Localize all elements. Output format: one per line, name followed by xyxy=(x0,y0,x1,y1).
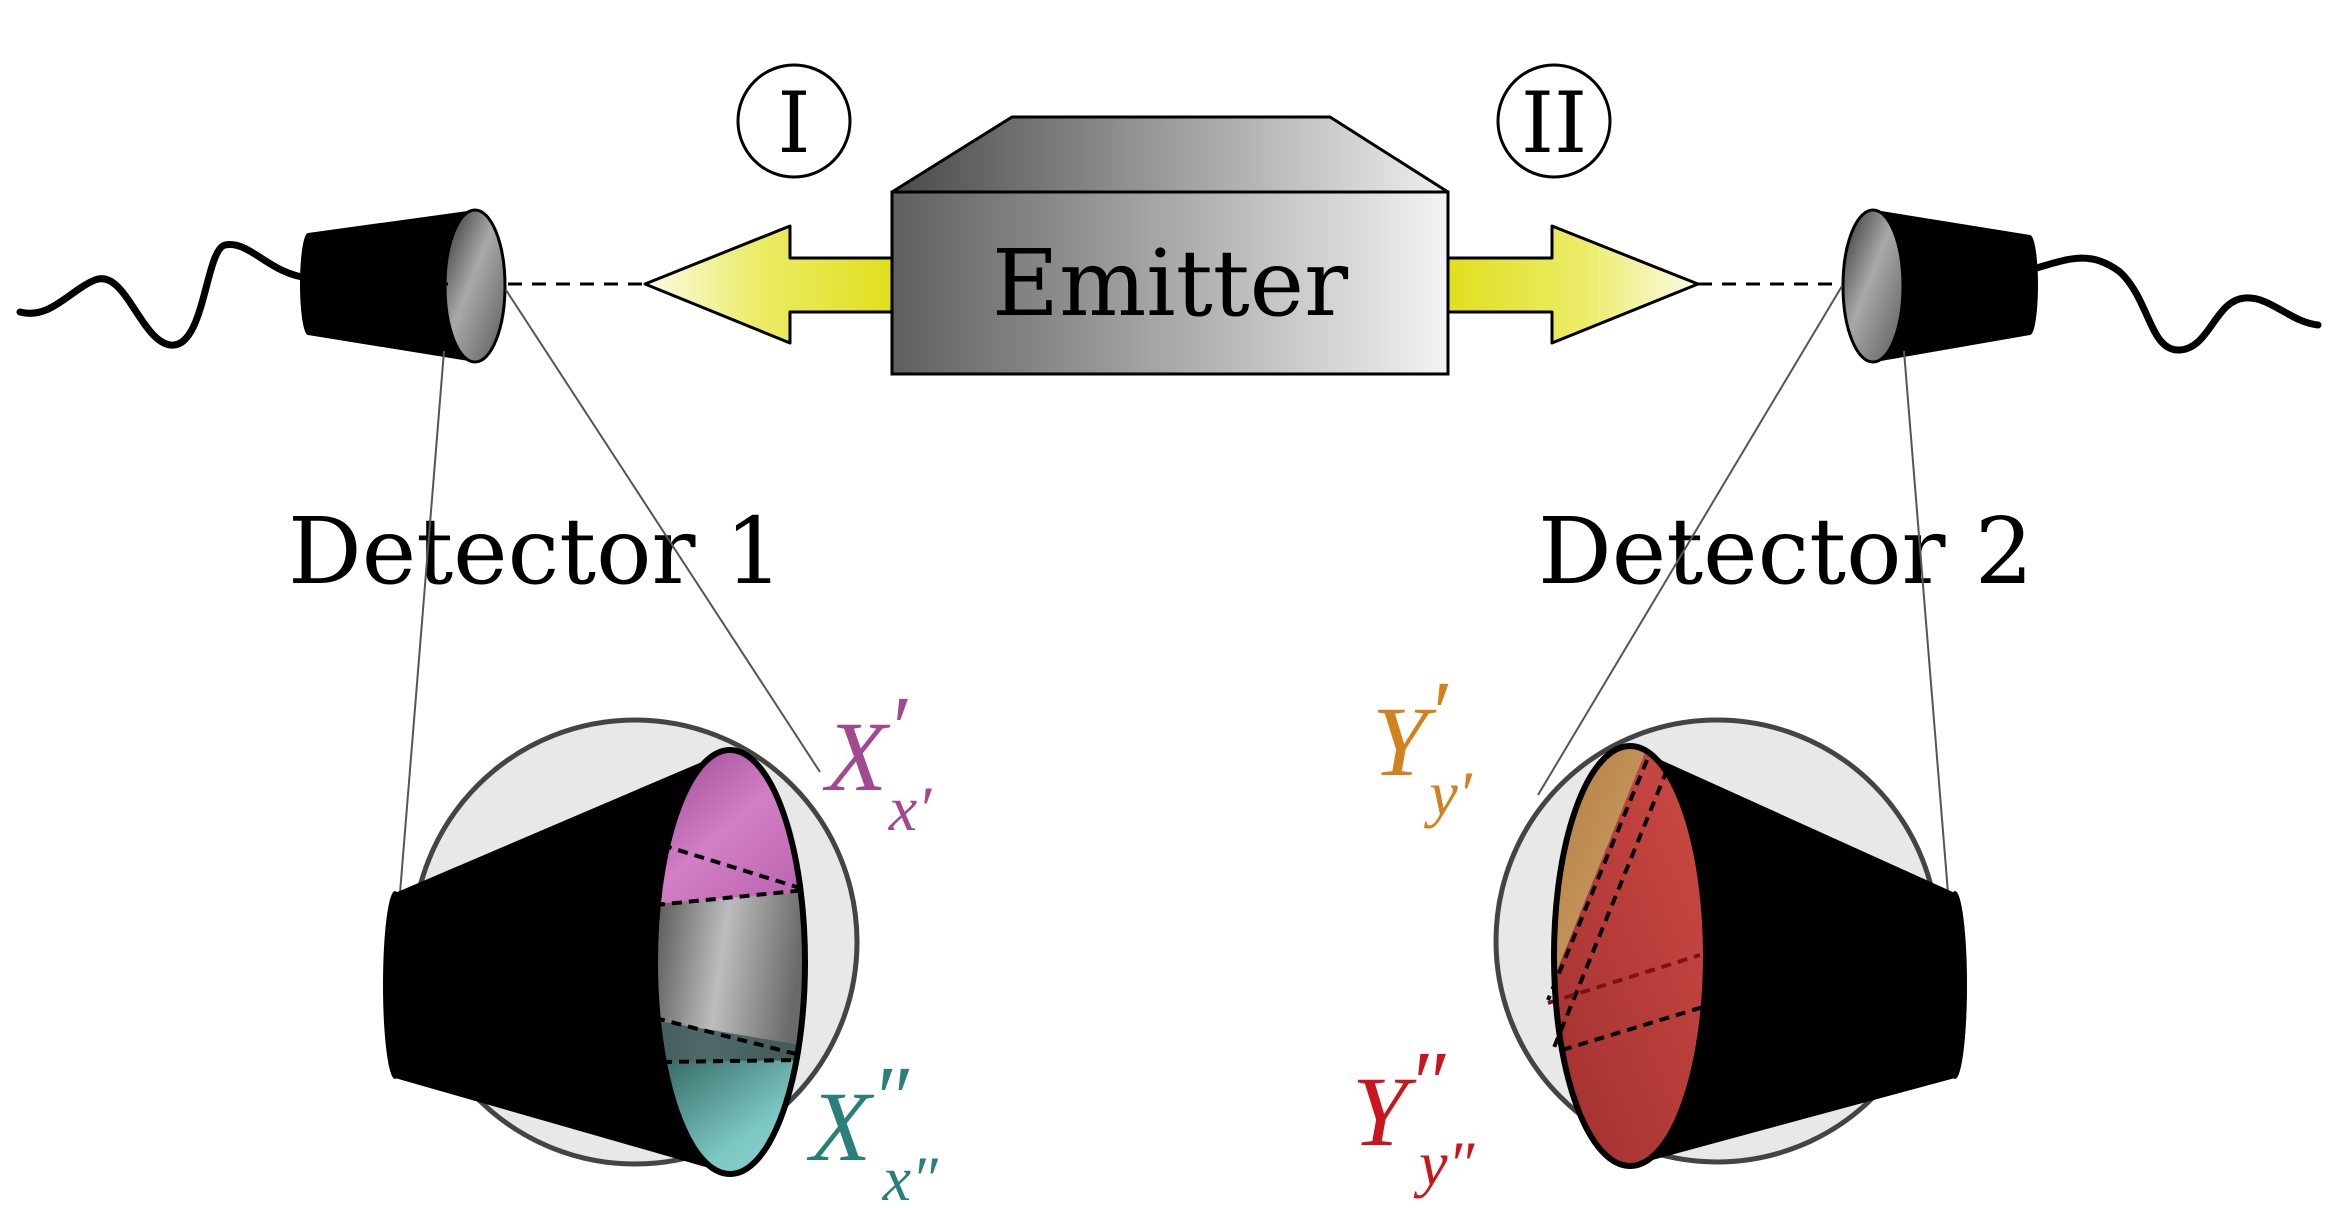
detector-1-label: Detector 1 xyxy=(288,498,783,605)
port-circle-right xyxy=(1496,63,1612,179)
label-x-double-prime: X″x″ xyxy=(806,1049,939,1208)
zoom-line-right-b xyxy=(1903,350,1949,894)
emitter-label: Emitter xyxy=(992,230,1348,337)
port-label-left: I xyxy=(777,74,810,172)
zoom-line-left-a xyxy=(399,350,445,894)
label-x-prime: X′x′ xyxy=(822,679,932,844)
beam-arrow-left xyxy=(643,224,894,345)
detector-1-zoom xyxy=(383,717,860,1177)
label-y-double-prime: Y″y″ xyxy=(1352,1034,1476,1199)
detector-2-cable xyxy=(2026,254,2322,354)
port-circle-left xyxy=(736,63,852,179)
port-label-right: II xyxy=(1521,74,1587,172)
detector-2-zoom xyxy=(1493,717,1967,1169)
detector-1-small xyxy=(300,208,507,364)
zoom-line-left-b xyxy=(505,289,821,773)
label-y-prime: Y′y′ xyxy=(1372,664,1473,829)
detector-2-label: Detector 2 xyxy=(1538,498,2033,605)
zoom-line-right-a xyxy=(1537,285,1843,796)
detector-1-cable xyxy=(16,241,314,349)
emitter-box xyxy=(890,115,1450,376)
detector-2-small xyxy=(1841,208,2038,364)
beam-arrow-right xyxy=(1446,224,1700,345)
segment-y-double-prime xyxy=(1554,746,1706,1166)
